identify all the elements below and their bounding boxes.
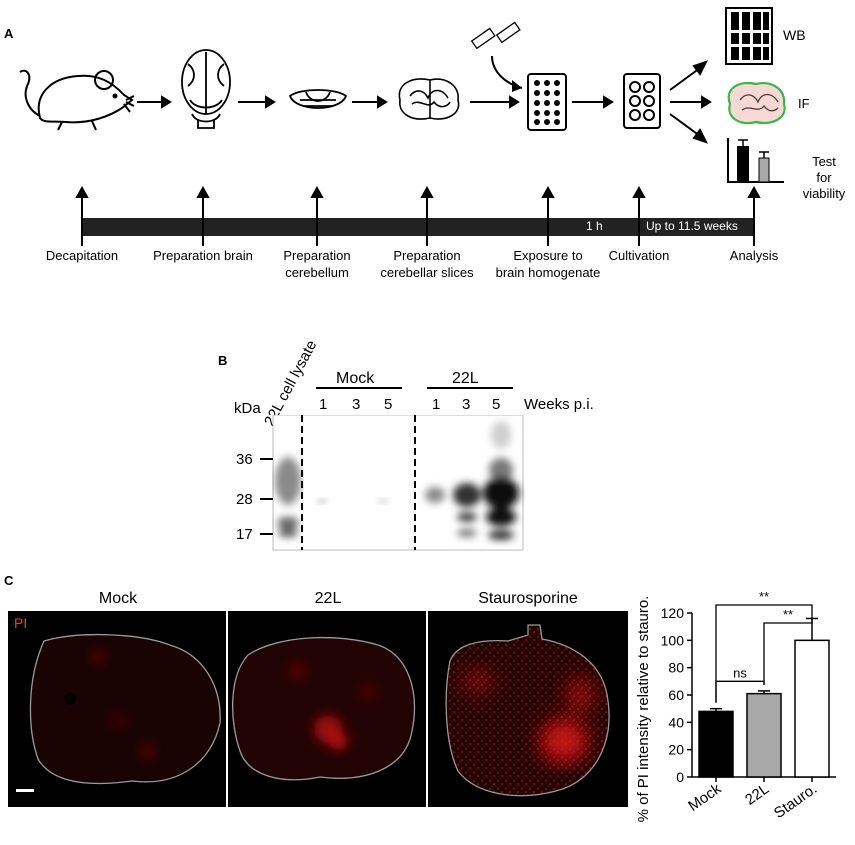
- significance-label: ns: [733, 665, 747, 680]
- marker-label: 17: [236, 526, 253, 543]
- workflow-diagram: [19, 7, 786, 246]
- y-tick-label: 120: [661, 605, 685, 621]
- flow-arrows: [137, 60, 712, 144]
- panel-c-label: C: [4, 573, 14, 588]
- panel-b-label: B: [218, 353, 228, 368]
- group-22l-label: 22L: [452, 370, 479, 387]
- outcome-viability-label: Test for viability: [802, 154, 846, 201]
- stage-label-decapitation: Decapitation: [45, 248, 119, 263]
- y-axis-label: % of PI intensity relative to stauro.: [635, 596, 652, 823]
- well-plate-6-icon: [623, 73, 661, 129]
- mouse-icon: [19, 69, 135, 131]
- group-mock-label: Mock: [336, 370, 375, 387]
- stage-label-cultivation: Cultivation: [608, 248, 670, 263]
- scale-bar: [16, 789, 34, 792]
- x-tick-label: Mock: [685, 780, 725, 815]
- panel-a-label: A: [4, 26, 14, 41]
- timeline-label-1h: 1 h: [586, 219, 603, 233]
- y-tick-label: 80: [668, 660, 684, 676]
- group-brackets: [316, 387, 513, 389]
- x-tick-label: 22L: [742, 780, 772, 808]
- fluorescence-images: [8, 611, 628, 807]
- immunofluorescence-slice-icon: [727, 81, 786, 125]
- pi-intensity-chart: 0 20 40 60 80 100 120 % of PI intensity relativ…: [635, 589, 836, 823]
- timeline-label-weeks: Up to 11.5 weeks: [646, 219, 738, 233]
- significance-bracket: [763, 612, 813, 685]
- week-label: 1: [319, 396, 328, 413]
- bar: [746, 692, 782, 778]
- outcome-if-label: IF: [798, 96, 810, 111]
- viability-bar-icon: [727, 138, 784, 183]
- western-blot-image: [260, 415, 524, 551]
- week-label: 3: [462, 396, 471, 413]
- weeks-pi-label: Weeks p.i.: [524, 396, 594, 413]
- stage-label-brain: Preparation brain: [153, 248, 253, 263]
- kda-label: kDa: [234, 400, 261, 417]
- significance-label: **: [759, 589, 769, 604]
- image-title-mock: Mock: [98, 590, 138, 607]
- stage-label-exposure: Exposure to brain homogenate: [495, 248, 601, 280]
- well-plate-24-icon: [527, 73, 567, 131]
- week-label: 3: [352, 396, 361, 413]
- week-label: 5: [384, 396, 393, 413]
- marker-label: 28: [236, 491, 253, 508]
- y-tick-label: 60: [668, 687, 684, 703]
- outcome-wb-label: WB: [783, 27, 806, 43]
- stage-label-analysis: Analysis: [729, 248, 779, 263]
- bar: [698, 710, 734, 778]
- stain-pi-label: PI: [14, 615, 28, 631]
- y-tick-label: 20: [668, 742, 684, 758]
- week-label: 1: [432, 396, 441, 413]
- significance-label: **: [783, 607, 793, 622]
- image-22l: [228, 611, 426, 807]
- week-label: 5: [492, 396, 501, 413]
- bar: [794, 639, 830, 778]
- y-tick-label: 40: [668, 714, 684, 730]
- image-title-22l: 22L: [314, 590, 342, 607]
- marker-label: 36: [236, 451, 253, 468]
- x-tick-label: Stauro.: [771, 780, 820, 822]
- timeline-arrows: [75, 185, 761, 246]
- y-tick-label: 100: [661, 632, 685, 648]
- image-mock: [8, 611, 226, 807]
- western-blot-icon: [725, 7, 773, 65]
- brain-icon: [181, 49, 231, 129]
- image-staurosporine: [428, 611, 628, 807]
- homogenate-tubes-icon: [470, 21, 521, 50]
- y-tick-label: 0: [676, 769, 684, 785]
- stage-label-slices: Preparation cerebellar slices: [380, 248, 474, 280]
- cerebellum-icon: [288, 89, 348, 109]
- significance-bracket: [715, 604, 813, 703]
- cerebellar-slice-icon: [398, 78, 460, 120]
- stage-label-cerebellum: Preparation cerebellum: [283, 248, 351, 280]
- image-title-staurosporine: Staurosporine: [478, 590, 578, 607]
